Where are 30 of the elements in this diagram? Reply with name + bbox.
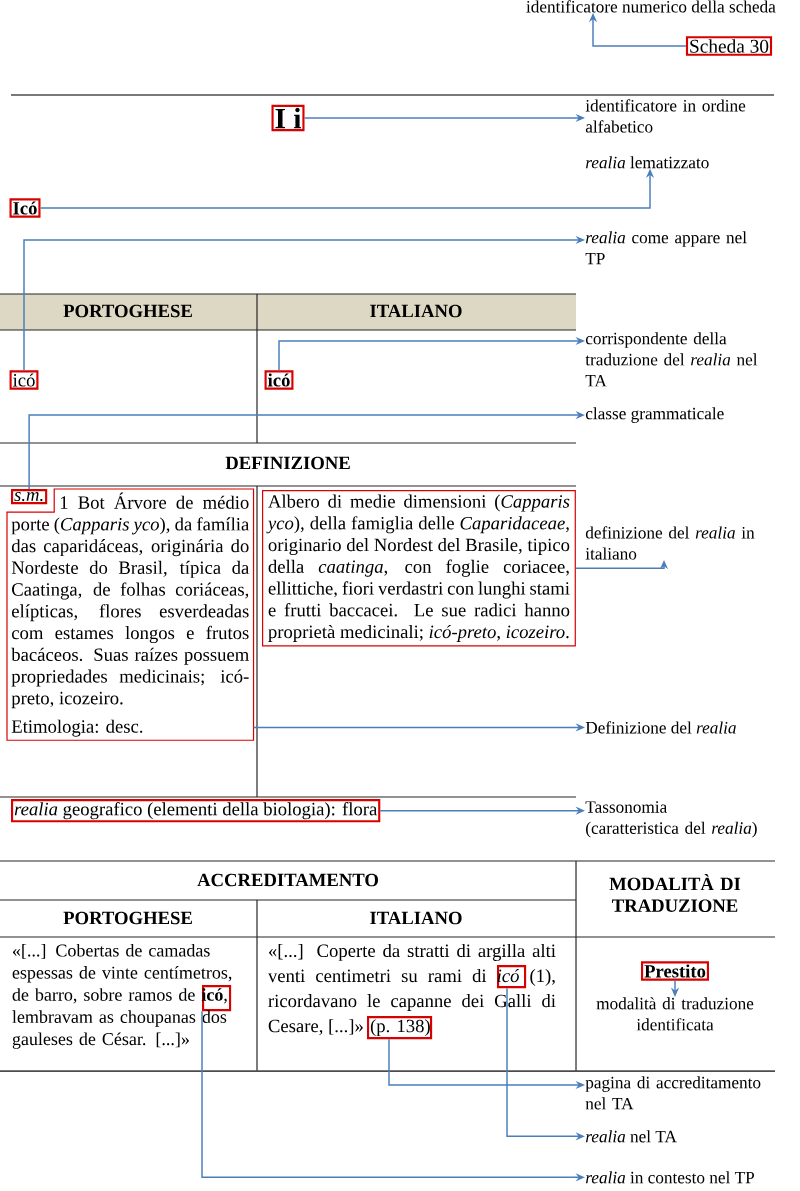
highlight-box: Prestito [641, 961, 709, 981]
column-header: ITALIANO [370, 911, 462, 925]
annotation-text: classe grammaticale [585, 407, 724, 423]
annotation-text: realia in contesto nel TP [585, 1171, 755, 1184]
highlight-box: Scheda 30 [685, 36, 773, 56]
column-header: ITALIANO [370, 304, 462, 318]
highlight-box: s.m. [11, 489, 48, 505]
highlight-box: realia geografico (elementi della biologia): flora [11, 799, 381, 823]
annotation-text: Tassonomia (caratteristica del realia) [585, 801, 757, 838]
annotation-text: realia nel TA [585, 1130, 677, 1143]
highlight-box: Icó [9, 198, 41, 218]
column-header: PORTOGHESE [63, 304, 192, 318]
definition-box: Albero di medie dimensioni (Capparis yco), della famiglia delle Caparidaceae, originario del Nordest del Brasile, tipico della caatinga, con foglie coriacee, ellittiche, fiori verdastri con lunghi stami e frutti baccacei. Le sue radici hanno proprietà medicinali; icó-preto, icozeiro. [262, 490, 576, 647]
column-header: ACCREDITAMENTO [197, 873, 378, 887]
highlight-box [367, 1016, 433, 1040]
annotation-text: modalità di traduzione identificata [596, 997, 754, 1031]
annotation-text: corrispondente della traduzione del realia nel TA [585, 332, 758, 387]
highlight-box: icó [264, 370, 294, 390]
annotation-text: definizione del realia in italiano [585, 526, 755, 560]
column-header: MODALITÀ DI TRADUZIONE [609, 874, 741, 912]
annotation-text: identificatore in ordine alfabetico [585, 99, 746, 133]
highlight-box: I i [271, 104, 305, 132]
annotation-text: realia come appare nel TP [585, 231, 747, 265]
column-header: PORTOGHESE [63, 911, 192, 925]
annotation-text: pagina di accreditamento nel TA [585, 1076, 761, 1110]
highlight-box: icó [9, 370, 39, 390]
annotation-text: realia lematizzato [585, 156, 709, 169]
column-header: DEFINIZIONE [225, 456, 350, 470]
annotation-text: Definizione del realia [585, 721, 736, 734]
annotation-text: identificatore numerico della scheda [526, 0, 776, 13]
